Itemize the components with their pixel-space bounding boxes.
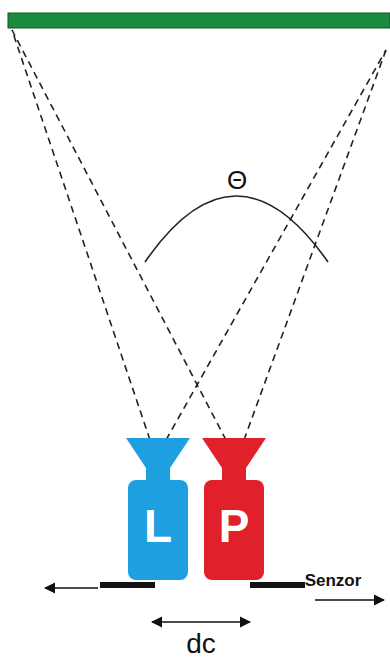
shift-arrow-left — [45, 587, 98, 589]
angle-arc — [145, 196, 328, 262]
sensor-right — [250, 582, 305, 588]
angle-label: Θ — [227, 167, 247, 193]
camera-letter: P — [219, 503, 250, 549]
camera-letter: L — [144, 503, 172, 549]
shift-arrow-right — [315, 599, 384, 601]
camera-housing — [128, 480, 188, 580]
screen-bar — [8, 13, 390, 28]
view-lines — [12, 30, 386, 440]
camera-lens — [202, 438, 266, 482]
camera-lens — [126, 438, 190, 482]
camera-housing — [204, 480, 264, 580]
sensor-left — [100, 582, 155, 588]
distance-arrow — [152, 621, 250, 623]
camera-body: L — [118, 436, 198, 582]
camera-body: P — [194, 436, 274, 582]
sensor-label: Senzor — [305, 572, 362, 589]
distance-label: dc — [186, 630, 216, 658]
